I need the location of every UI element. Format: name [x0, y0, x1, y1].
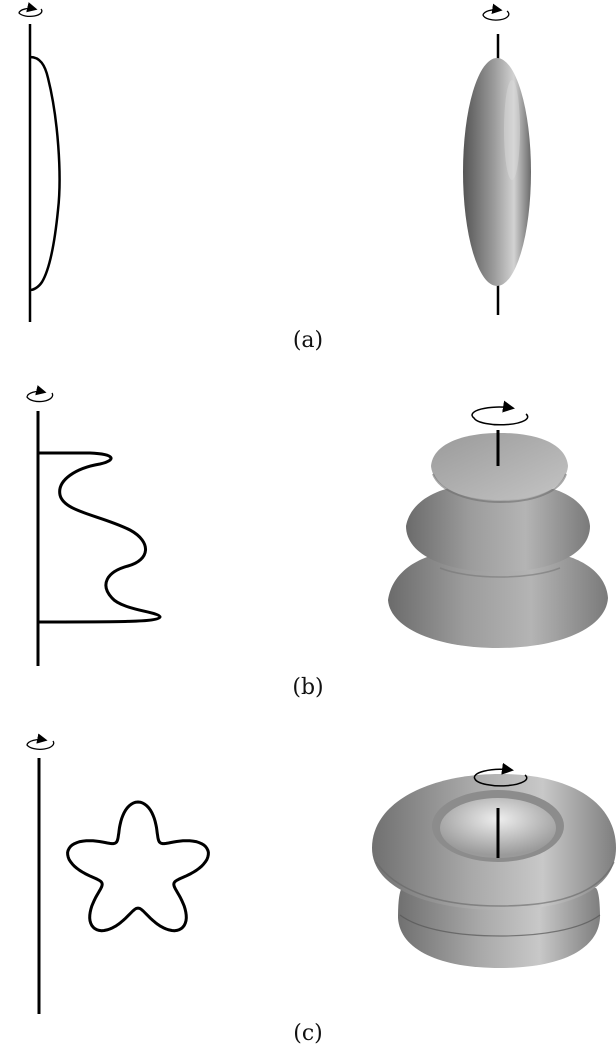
solid-a [463, 3, 531, 315]
panel-c: (c) [26, 733, 616, 1046]
bell-bottom-tier [388, 552, 608, 648]
rotation-arrow-icon [18, 2, 43, 18]
rotation-arrow-icon [26, 385, 54, 403]
panel-a: (a) [18, 2, 531, 353]
profile-c [26, 733, 210, 1014]
panel-label: (c) [293, 1021, 323, 1046]
rotation-arrow-icon [482, 3, 510, 21]
ring-lower-band [398, 888, 600, 968]
panel-b: (b) [26, 385, 608, 700]
profile-a [18, 2, 61, 322]
panel-label: (a) [293, 328, 323, 353]
profile-curve [66, 800, 210, 933]
ellipsoid-surface [463, 58, 531, 286]
profile-curve [37, 451, 162, 624]
solid-b [388, 400, 608, 648]
rotation-arrow-icon [473, 762, 528, 787]
solid-c [372, 762, 616, 968]
profile-curve [29, 55, 61, 292]
bell-middle-tier [406, 486, 590, 572]
panel-label: (b) [292, 675, 323, 700]
profile-b [26, 385, 162, 666]
rotation-arrow-icon [471, 400, 529, 426]
bell-top-disc [431, 433, 568, 500]
rotation-arrow-icon [26, 733, 55, 750]
